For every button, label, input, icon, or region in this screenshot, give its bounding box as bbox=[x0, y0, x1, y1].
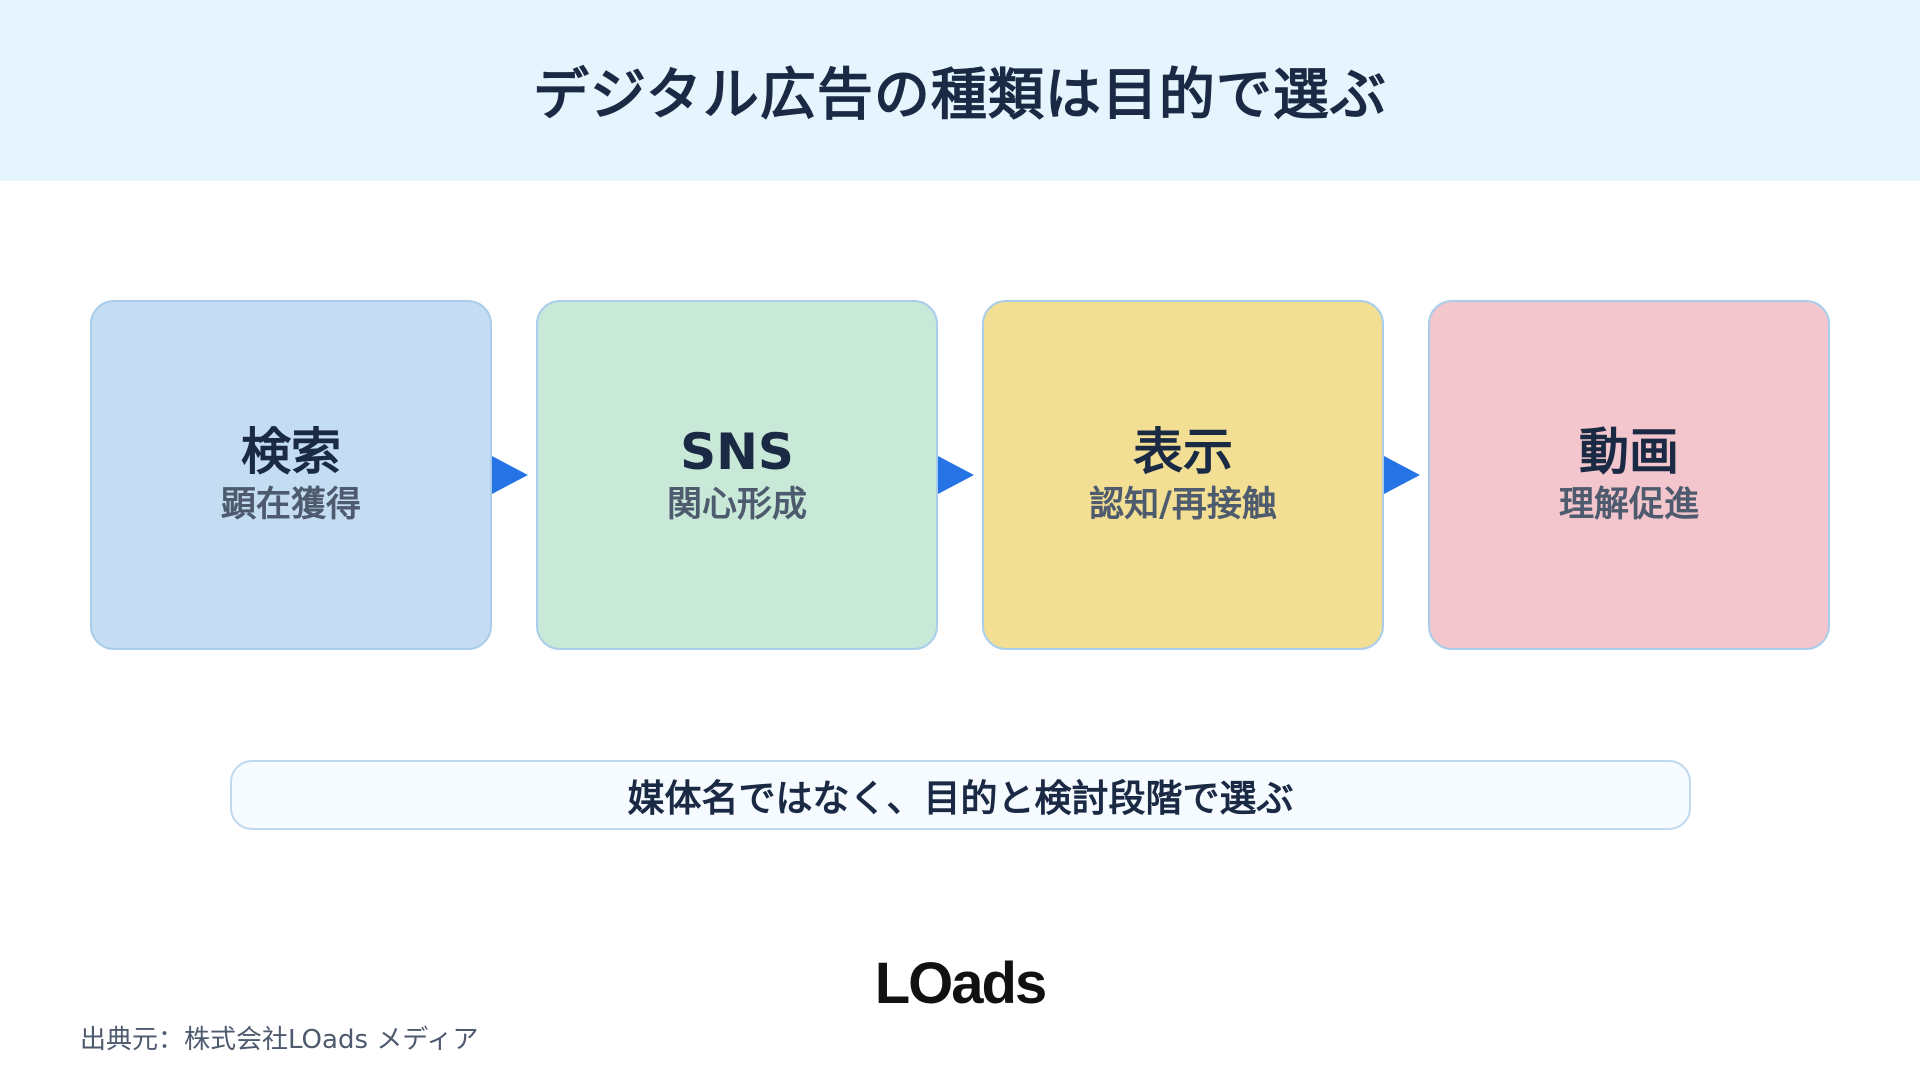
card-subtitle: 顕在獲得 bbox=[220, 485, 361, 526]
card-subtitle: 理解促進 bbox=[1558, 485, 1699, 526]
page-title: デジタル広告の種類は目的で選ぶ bbox=[533, 63, 1387, 128]
card-subtitle: 認知/再接触 bbox=[1089, 485, 1277, 526]
summary-text: 媒体名ではなく、目的と検討段階で選ぶ bbox=[627, 777, 1294, 820]
arrow-right-icon bbox=[938, 456, 974, 494]
arrow-right-icon bbox=[1384, 456, 1420, 494]
card-title: 検索 bbox=[241, 423, 341, 482]
card-title: SNS bbox=[680, 423, 794, 482]
card-title: 表示 bbox=[1133, 423, 1233, 482]
card-video: 動画 理解促進 bbox=[1428, 300, 1830, 650]
header-band: デジタル広告の種類は目的で選ぶ bbox=[0, 0, 1920, 181]
card-subtitle: 関心形成 bbox=[666, 485, 807, 526]
card-search: 検索 顕在獲得 bbox=[90, 300, 492, 650]
summary-box: 媒体名ではなく、目的と検討段階で選ぶ bbox=[230, 760, 1691, 830]
card-title: 動画 bbox=[1579, 423, 1679, 482]
card-sns: SNS 関心形成 bbox=[536, 300, 938, 650]
source-credit: 出典元：株式会社LOads メディア bbox=[80, 1025, 479, 1055]
brand-logo: LOads bbox=[874, 950, 1048, 1016]
arrow-right-icon bbox=[492, 456, 528, 494]
card-display: 表示 認知/再接触 bbox=[982, 300, 1384, 650]
